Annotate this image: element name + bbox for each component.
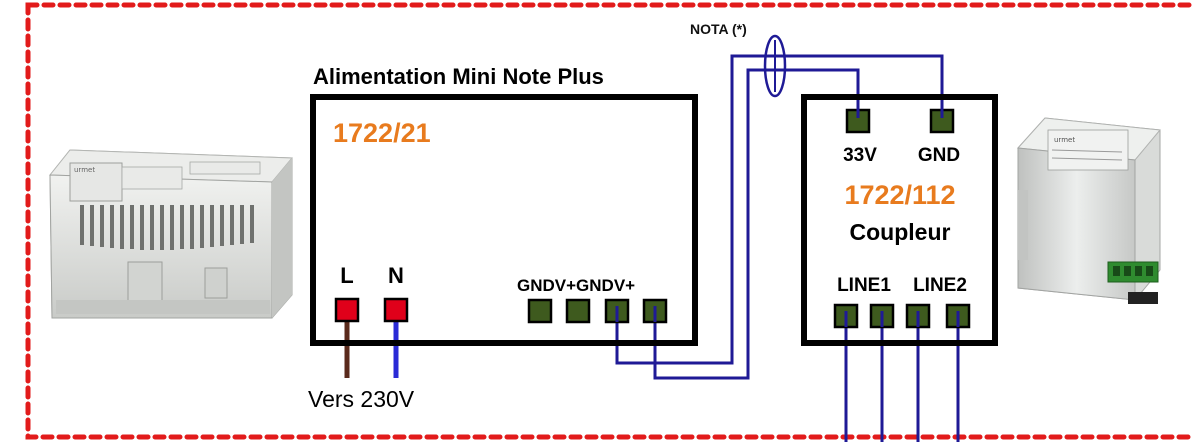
terminal-label-l: L bbox=[340, 263, 353, 288]
coupler-name: Coupleur bbox=[850, 219, 951, 245]
mains-label: Vers 230V bbox=[308, 386, 415, 412]
power-supply-device-photo: urmet bbox=[48, 149, 294, 319]
terminal-l bbox=[334, 297, 360, 323]
terminal-label-n: N bbox=[388, 263, 404, 288]
power-supply-box bbox=[310, 94, 698, 346]
output-terminals-label: GNDV+GNDV+ bbox=[517, 276, 635, 295]
coupler-label-33v: 33V bbox=[843, 145, 877, 166]
power-supply-title: Alimentation Mini Note Plus bbox=[313, 64, 604, 89]
terminal-gnd-1 bbox=[527, 298, 553, 324]
coupler-label-line2: LINE2 bbox=[913, 275, 967, 296]
cable-note-marker bbox=[763, 34, 787, 98]
coupler-label-gnd: GND bbox=[918, 145, 960, 166]
terminal-n bbox=[383, 297, 409, 323]
power-supply-code: 1722/21 bbox=[333, 118, 431, 148]
svg-text:urmet: urmet bbox=[1054, 136, 1075, 144]
coupler-box bbox=[801, 94, 998, 346]
svg-text:urmet: urmet bbox=[74, 166, 95, 174]
coupler-code: 1722/112 bbox=[844, 180, 955, 210]
note-label: NOTA (*) bbox=[690, 21, 747, 37]
coupler-label-line1: LINE1 bbox=[837, 275, 891, 296]
mains-wiring bbox=[344, 320, 399, 378]
dashed-border bbox=[25, 2, 1192, 440]
terminal-vplus-1 bbox=[565, 298, 591, 324]
output-wiring bbox=[615, 54, 944, 380]
coupler-din-module-photo: urmet bbox=[1016, 117, 1161, 304]
